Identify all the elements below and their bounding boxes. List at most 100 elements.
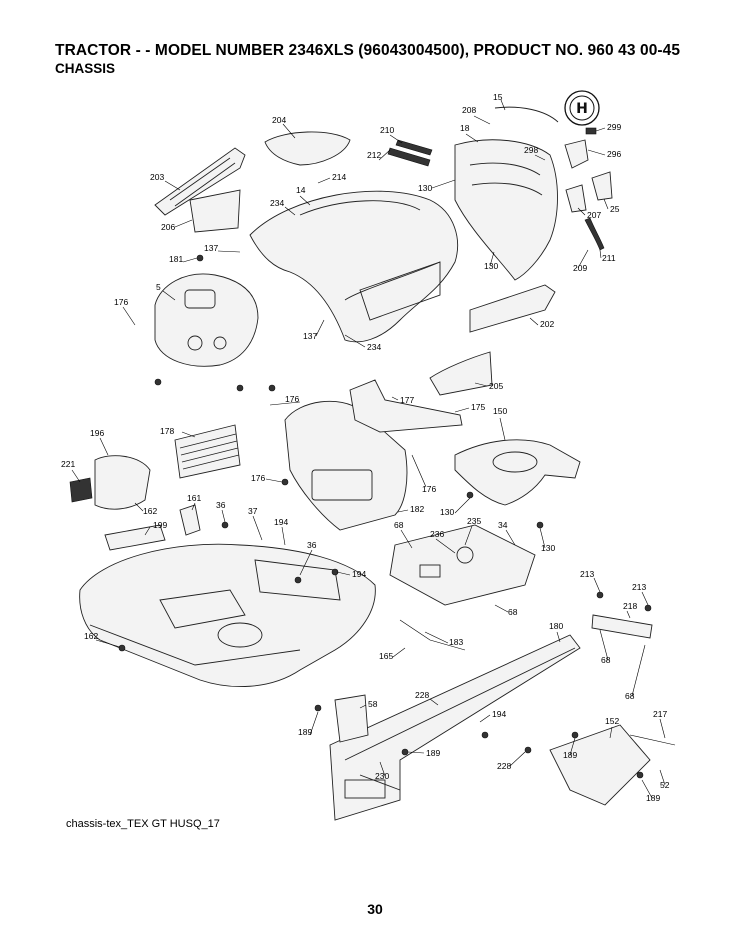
- bracket-58: [334, 694, 369, 743]
- callout: 228: [415, 690, 429, 700]
- bar-218: [591, 614, 653, 639]
- callout: 176: [114, 297, 128, 307]
- callout: 207: [587, 210, 601, 220]
- callout: 211: [602, 253, 616, 263]
- bar-217: [629, 734, 676, 746]
- callout: 217: [653, 709, 667, 719]
- panel-196: [94, 455, 151, 510]
- callout: 18: [460, 123, 470, 133]
- callout: 204: [272, 115, 286, 125]
- callout: 152: [605, 716, 619, 726]
- page-number: 30: [367, 901, 383, 917]
- callout: 228: [497, 761, 511, 771]
- fender-296: [454, 139, 558, 281]
- callout: 176: [422, 484, 436, 494]
- callout: 36: [307, 540, 317, 550]
- callout: 162: [143, 506, 157, 516]
- callout: 177: [400, 395, 414, 405]
- callout: 68: [625, 691, 635, 701]
- callout: 182: [410, 504, 424, 514]
- callout: 209: [573, 263, 587, 273]
- callout: 189: [646, 793, 660, 803]
- callout: 178: [160, 426, 174, 436]
- callout: 298: [524, 145, 538, 155]
- callout: 176: [285, 394, 299, 404]
- callout: 183: [449, 637, 463, 647]
- callout: 25: [610, 204, 620, 214]
- callout: 130: [484, 261, 498, 271]
- footrest-37: [79, 543, 376, 687]
- figure-caption: chassis-tex_TEX GT HUSQ_17: [66, 818, 220, 830]
- decal-210: [395, 139, 433, 156]
- callout-labels: 15 204 208 18 299 210 298 296 212 203 21…: [61, 92, 670, 803]
- callout: 236: [430, 529, 444, 539]
- logo-letter: H: [576, 101, 588, 117]
- rod-183: [399, 619, 466, 651]
- leader-lines: [71, 99, 666, 799]
- bracket-206: [189, 189, 241, 233]
- callout: 180: [549, 621, 563, 631]
- part-25: [591, 171, 613, 201]
- decal-212: [387, 147, 431, 167]
- callout: 194: [352, 569, 366, 579]
- callout: 203: [150, 172, 164, 182]
- section-title: CHASSIS: [55, 61, 116, 76]
- callout: 68: [601, 655, 611, 665]
- callout: 230: [375, 771, 389, 781]
- callout: 15: [493, 92, 503, 102]
- hood-panel-204: [264, 131, 351, 166]
- callout: 194: [274, 517, 288, 527]
- callout: 176: [251, 473, 265, 483]
- callout: 234: [367, 342, 381, 352]
- part-207: [565, 184, 587, 213]
- callout: 299: [607, 122, 621, 132]
- callout: 213: [632, 582, 646, 592]
- callout: 150: [493, 406, 507, 416]
- emblem-298: [564, 139, 589, 169]
- callout: 68: [394, 520, 404, 530]
- callout: 58: [368, 699, 378, 709]
- callout: 181: [169, 254, 183, 264]
- duct-150: [454, 439, 581, 506]
- callout: 36: [216, 500, 226, 510]
- page-title: TRACTOR - - MODEL NUMBER 2346XLS (960430…: [55, 42, 681, 59]
- bracket-175: [349, 379, 463, 433]
- callout: 165: [379, 651, 393, 661]
- callout: 162: [84, 631, 98, 641]
- plate-34: [389, 524, 536, 606]
- callout: 137: [204, 243, 218, 253]
- vent-178: [174, 424, 241, 479]
- callout: 210: [380, 125, 394, 135]
- callout: 234: [270, 198, 284, 208]
- panel-205: [429, 351, 493, 396]
- callout: 194: [492, 709, 506, 719]
- callout: 14: [296, 185, 306, 195]
- callout: 235: [467, 516, 481, 526]
- callout: 296: [607, 149, 621, 159]
- callout: 196: [90, 428, 104, 438]
- callout: 202: [540, 319, 554, 329]
- callout: 212: [367, 150, 381, 160]
- callout: 206: [161, 222, 175, 232]
- callout: 68: [508, 607, 518, 617]
- callout: 175: [471, 402, 485, 412]
- console-182: [284, 400, 408, 531]
- callout: 161: [187, 493, 201, 503]
- frame-180: [329, 634, 581, 821]
- callout: 137: [303, 331, 317, 341]
- decal-211: [584, 217, 605, 251]
- callout: 189: [298, 727, 312, 737]
- callout: 130: [440, 507, 454, 517]
- side-panel-5: [154, 273, 259, 367]
- dash-202: [469, 284, 556, 333]
- cover-152: [549, 724, 651, 806]
- callout: 130: [541, 543, 555, 553]
- callout: 214: [332, 172, 346, 182]
- callout: 189: [426, 748, 440, 758]
- part-161: [179, 504, 201, 536]
- callout: 205: [489, 381, 503, 391]
- callout: 218: [623, 601, 637, 611]
- strip-15: [494, 106, 559, 123]
- grille-203: [154, 147, 246, 216]
